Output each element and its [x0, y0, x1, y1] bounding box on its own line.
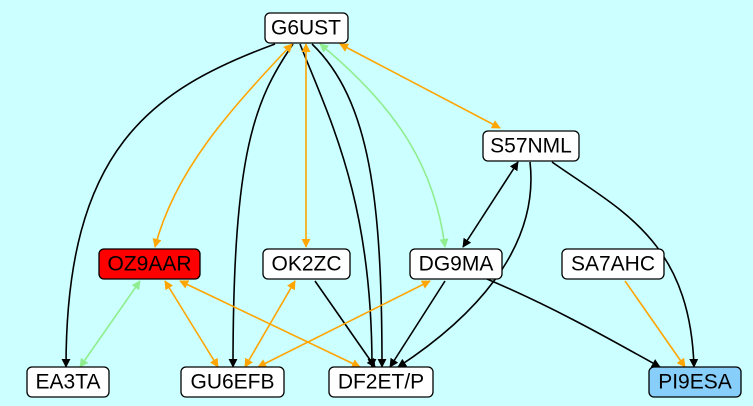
node-oz9aar[interactable]: OZ9AAR	[98, 248, 201, 280]
edge-sa7ahc-pi9esa	[624, 280, 686, 368]
edge-g6ust-df2et-p-a	[299, 43, 377, 368]
node-ea3ta[interactable]: EA3TA	[26, 366, 110, 398]
edge-g6ust-s57nml	[339, 43, 501, 129]
node-label-ea3ta: EA3TA	[36, 371, 101, 394]
node-label-ok2zc: OK2ZC	[271, 253, 341, 276]
node-label-dg9ma: DG9MA	[419, 253, 494, 276]
edge-g6ust-oz9aar	[152, 43, 293, 248]
node-label-df2et-p: DF2ET/P	[338, 371, 424, 394]
edge-dg9ma-df2et-p	[389, 280, 446, 368]
node-pi9esa[interactable]: PI9ESA	[648, 366, 742, 398]
node-label-sa7ahc: SA7AHC	[571, 253, 655, 276]
node-ok2zc[interactable]: OK2ZC	[262, 248, 351, 280]
edge-g6ust-gu6efb	[228, 43, 294, 368]
edge-s57nml-pi9esa	[551, 161, 699, 368]
node-g6ust[interactable]: G6UST	[264, 12, 349, 44]
node-label-g6ust: G6UST	[271, 17, 341, 40]
edge-dg9ma-gu6efb	[257, 280, 431, 368]
node-gu6efb[interactable]: GU6EFB	[180, 366, 285, 398]
node-s57nml[interactable]: S57NML	[482, 130, 580, 162]
node-dg9ma[interactable]: DG9MA	[409, 248, 503, 280]
nodes-layer: G6UST S57NML OZ9AAR OK2ZC DG9MA SA7AHC E…	[26, 12, 742, 398]
edge-dg9ma-pi9esa	[486, 278, 661, 368]
node-label-s57nml: S57NML	[490, 135, 572, 158]
node-df2et-p[interactable]: DF2ET/P	[328, 366, 434, 398]
node-sa7ahc[interactable]: SA7AHC	[561, 248, 665, 280]
node-label-oz9aar: OZ9AAR	[107, 253, 191, 276]
edge-ok2zc-gu6efb	[244, 280, 296, 368]
node-label-gu6efb: GU6EFB	[190, 371, 274, 394]
edge-oz9aar-ea3ta	[79, 280, 141, 368]
edge-s57nml-dg9ma	[462, 161, 519, 248]
node-label-pi9esa: PI9ESA	[658, 371, 732, 394]
edges-layer	[61, 43, 699, 368]
edge-oz9aar-gu6efb	[164, 280, 219, 368]
